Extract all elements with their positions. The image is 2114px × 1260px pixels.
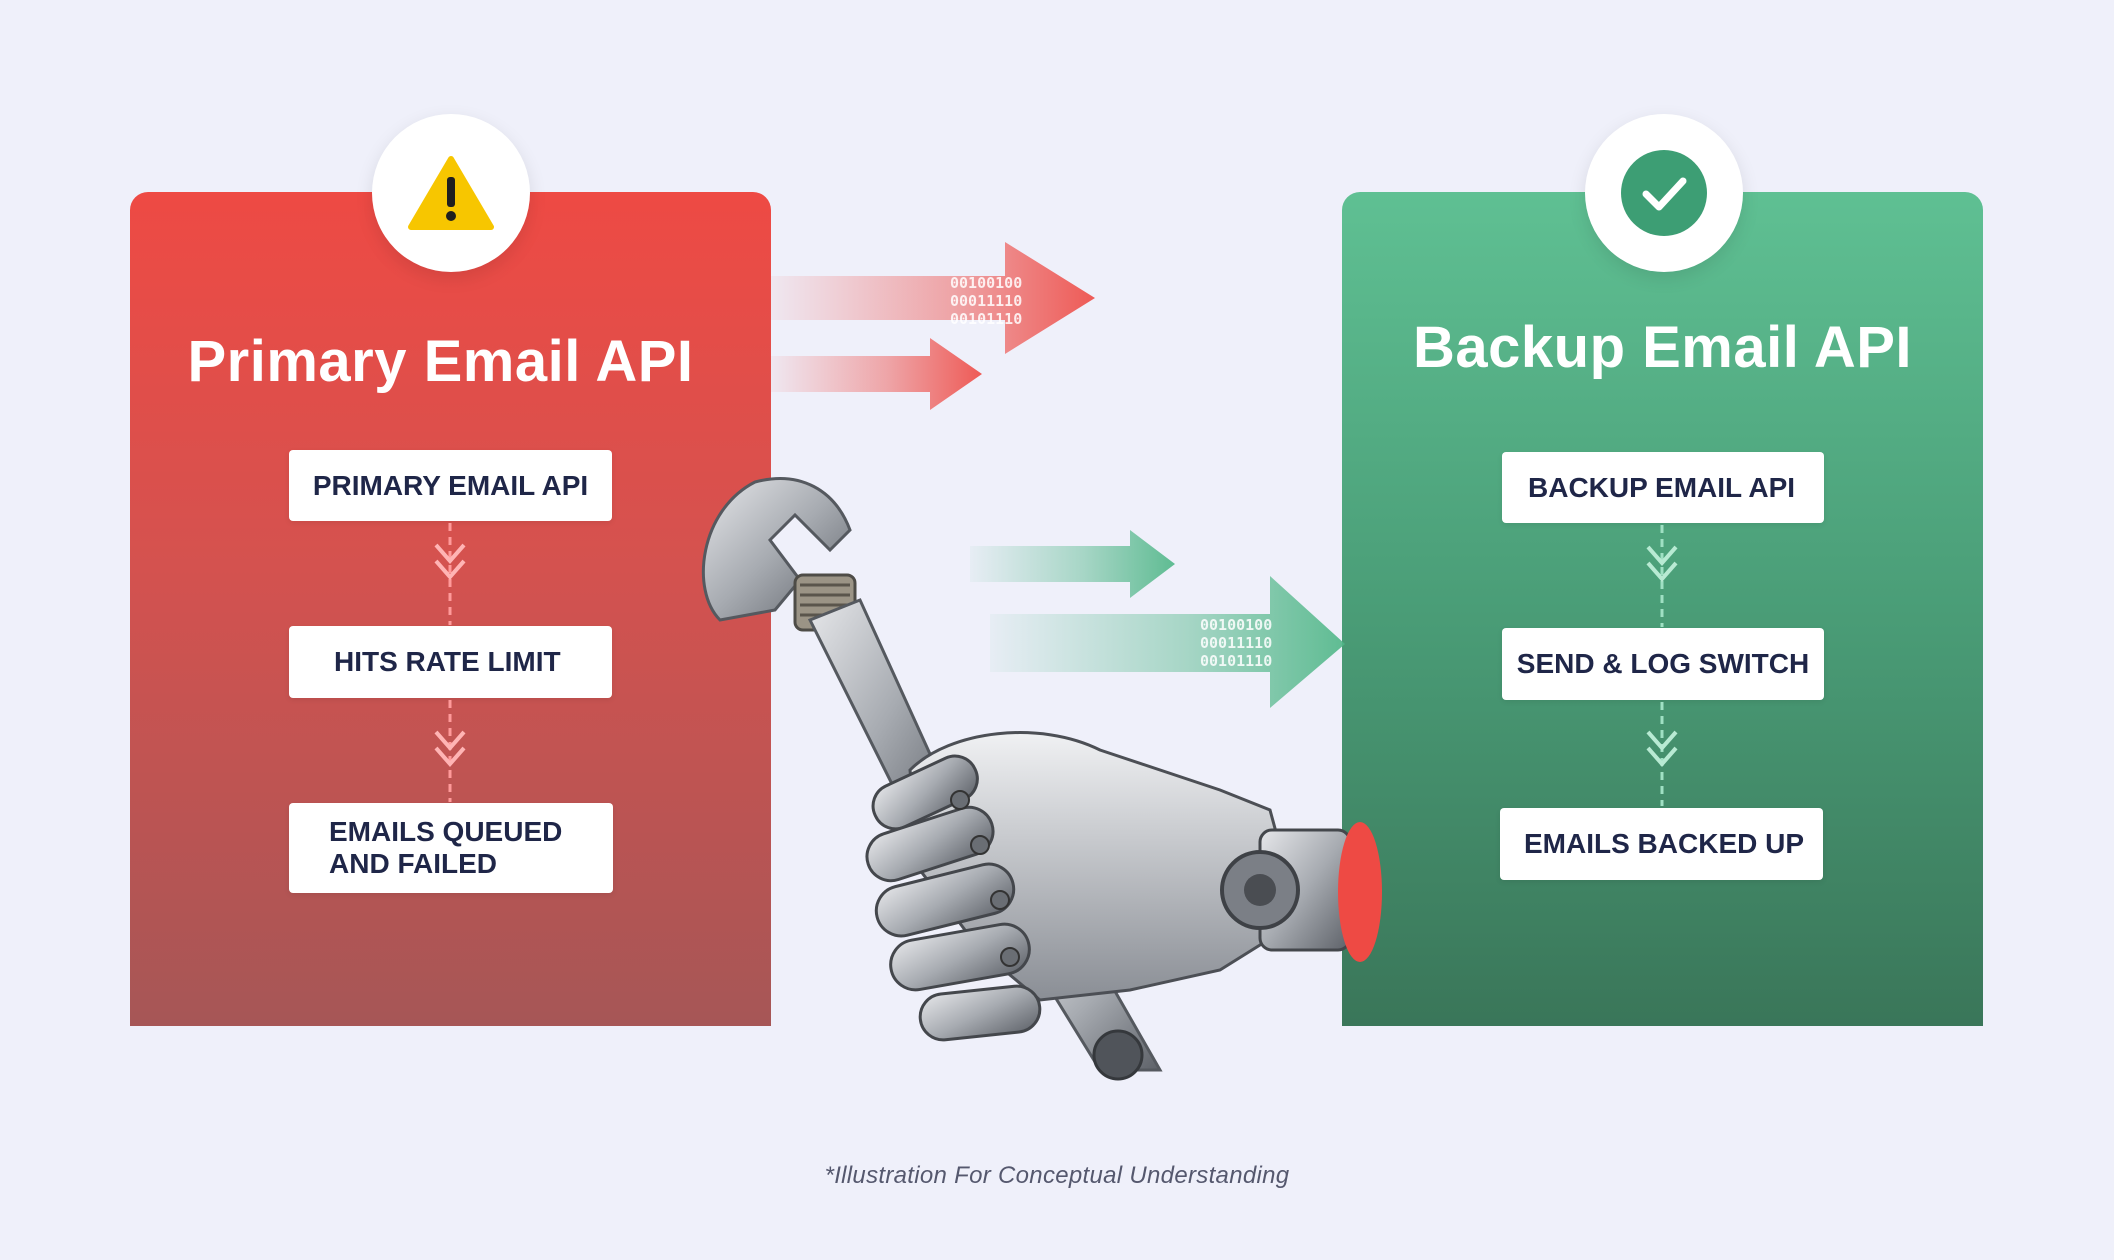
backup-step-backed-up: EMAILS BACKED UP (1500, 808, 1823, 880)
backup-step-api-label: BACKUP EMAIL API (1528, 472, 1795, 504)
primary-step-api-label: PRIMARY EMAIL API (313, 470, 588, 502)
backup-step-send-log-label: SEND & LOG SWITCH (1517, 648, 1809, 680)
robot-hand-icon (861, 733, 1382, 1043)
backup-step-backed-up-label: EMAILS BACKED UP (1524, 828, 1804, 860)
backup-step-api: BACKUP EMAIL API (1502, 452, 1824, 523)
red-binary-row-3: 00101110 (950, 310, 1022, 328)
red-binary-row-2: 00011110 (950, 292, 1022, 310)
footnote: *Illustration For Conceptual Understandi… (0, 1162, 2114, 1190)
success-badge (1585, 114, 1743, 272)
primary-step-rate-limit: HITS RATE LIMIT (289, 626, 612, 698)
primary-connector-1 (430, 523, 470, 625)
primary-step-failed-label: AND FAILED (329, 848, 497, 880)
primary-step-queued-failed: EMAILS QUEUED AND FAILED (289, 803, 613, 893)
warning-icon (408, 155, 494, 231)
check-circle-icon (1620, 149, 1708, 237)
primary-step-api: PRIMARY EMAIL API (289, 450, 612, 521)
backup-connector-2 (1642, 702, 1682, 806)
warning-badge (372, 114, 530, 272)
backup-connector-1 (1642, 525, 1682, 627)
backup-api-title: Backup Email API (1342, 314, 1983, 381)
primary-connector-2 (430, 700, 470, 802)
robot-hand-wrench-illustration (660, 470, 1420, 1110)
red-data-arrows: 00100100 00011110 00101110 (770, 236, 1100, 412)
primary-step-queued-label: EMAILS QUEUED (329, 816, 562, 848)
primary-api-title: Primary Email API (130, 328, 771, 395)
red-binary-row-1: 00100100 (950, 274, 1022, 292)
primary-step-rate-limit-label: HITS RATE LIMIT (334, 646, 561, 678)
backup-step-send-log: SEND & LOG SWITCH (1502, 628, 1824, 700)
